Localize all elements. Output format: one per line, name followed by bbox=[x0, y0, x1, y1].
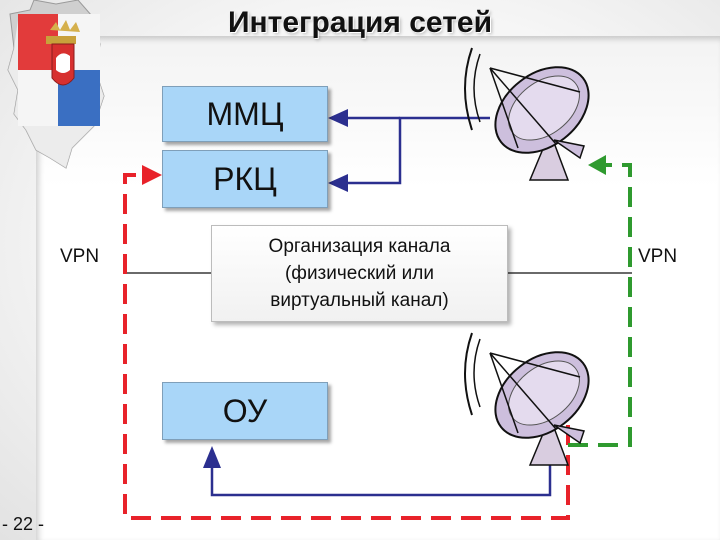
arrow-to-ou bbox=[203, 446, 221, 468]
node-rkc: РКЦ bbox=[162, 150, 328, 208]
node-ou: ОУ bbox=[162, 382, 328, 440]
page-number: - 22 - bbox=[2, 514, 45, 534]
arrow-to-rkc bbox=[328, 174, 348, 192]
arrow-to-rkc-red bbox=[142, 165, 162, 185]
blue-link-ou bbox=[210, 448, 552, 497]
vpn-label-right: VPN bbox=[638, 246, 678, 267]
channel-box: Организация канала (физический или вирту… bbox=[211, 225, 508, 322]
red-vpn-link bbox=[123, 173, 570, 520]
slide-title: Интеграция сетей bbox=[227, 6, 493, 39]
arrow-to-dish-green bbox=[588, 155, 606, 175]
coat-of-arms-icon bbox=[7, 0, 105, 169]
arrow-to-mmc bbox=[328, 109, 348, 127]
green-vpn-link bbox=[568, 163, 632, 447]
channel-box-text: Организация канала (физический или вирту… bbox=[268, 236, 451, 311]
vpn-label-left: VPN bbox=[60, 246, 100, 267]
node-mmc: ММЦ bbox=[162, 86, 328, 142]
blue-link-rkc bbox=[345, 116, 490, 185]
